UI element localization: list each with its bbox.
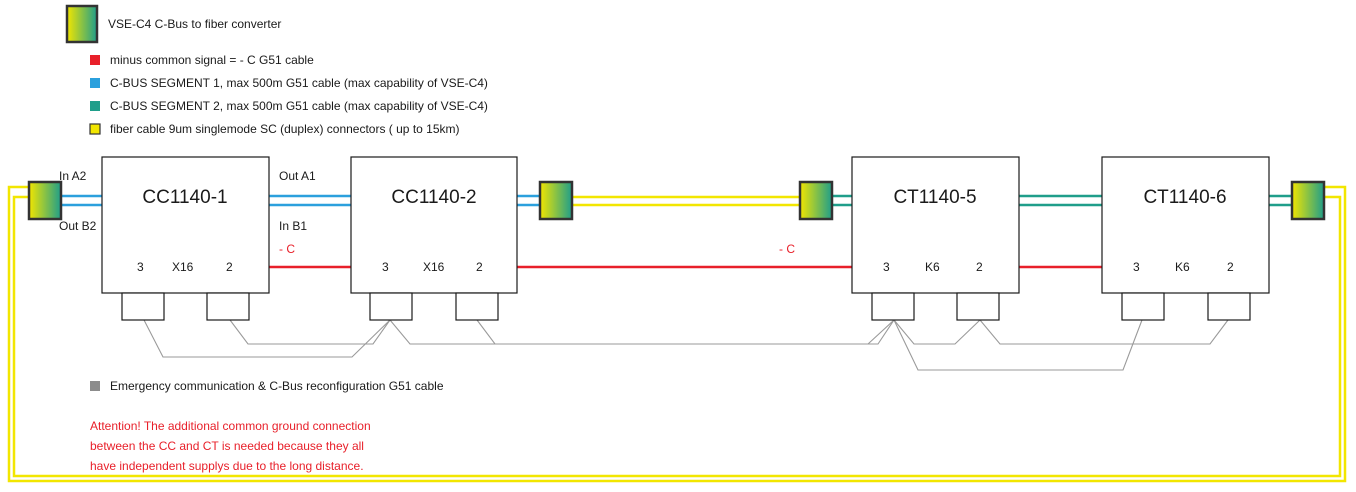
connector <box>206 292 250 321</box>
port-label-in-a2: In A2 <box>59 169 87 183</box>
emergency-cables <box>143 319 1229 371</box>
unit-ct1140-5: CT1140-5 3 K6 2 <box>851 156 1020 321</box>
terminal-label: 3 <box>1133 260 1140 274</box>
legend-swatch-yellow <box>89 123 101 135</box>
terminal-label: 2 <box>476 260 483 274</box>
unit-name: CC1140-1 <box>142 187 227 208</box>
fiber-loop <box>7 185 1347 483</box>
port-label-out-b2: Out B2 <box>59 219 97 233</box>
legend-label-red: minus common signal = - C G51 cable <box>110 53 314 67</box>
terminal-label: X16 <box>172 260 194 274</box>
unit-ct1140-6: CT1140-6 3 K6 2 <box>1101 156 1270 321</box>
port-label-in-b1: In B1 <box>279 219 307 233</box>
minus-common-label: - C <box>279 242 295 256</box>
legend-swatch-green <box>90 101 100 111</box>
legend-label-blue: C-BUS SEGMENT 1, max 500m G51 cable (max… <box>110 76 488 90</box>
terminal-label: 3 <box>883 260 890 274</box>
converter-mid-2 <box>798 180 834 221</box>
converter-right <box>1290 180 1326 221</box>
connector <box>871 292 915 321</box>
cbus-segment-2 <box>832 194 1292 207</box>
unit-cc1140-1: CC1140-1 3 X16 2 <box>101 156 270 321</box>
connector <box>1121 292 1165 321</box>
terminal-label: K6 <box>925 260 940 274</box>
unit-cc1140-2: CC1140-2 3 X16 2 <box>350 156 518 321</box>
terminal-label: 2 <box>1227 260 1234 274</box>
minus-common-label: - C <box>779 242 795 256</box>
legend-label-gray: Emergency communication & C-Bus reconfig… <box>110 379 444 393</box>
converter-left <box>27 180 63 221</box>
cbus-segment-1 <box>62 194 540 207</box>
legend-label-green: C-BUS SEGMENT 2, max 500m G51 cable (max… <box>110 99 488 113</box>
terminal-label: 2 <box>976 260 983 274</box>
converter-legend-label: VSE-C4 C-Bus to fiber converter <box>108 17 281 31</box>
unit-name: CT1140-6 <box>1143 187 1226 208</box>
legend-label-yellow: fiber cable 9um singlemode SC (duplex) c… <box>110 122 460 136</box>
unit-name: CC1140-2 <box>391 187 476 208</box>
unit-name: CT1140-5 <box>893 187 976 208</box>
converter-legend-icon <box>65 4 99 44</box>
connector <box>121 292 165 321</box>
terminal-label: 2 <box>226 260 233 274</box>
terminal-label: 3 <box>382 260 389 274</box>
attention-line-1: Attention! The additional common ground … <box>90 419 371 433</box>
legend-swatch-gray <box>90 381 100 391</box>
terminal-label: X16 <box>423 260 445 274</box>
fiber-link <box>572 195 800 207</box>
connector <box>1207 292 1251 321</box>
port-label-out-a1: Out A1 <box>279 169 316 183</box>
attention-line-2: between the CC and CT is needed because … <box>90 439 364 453</box>
connector <box>455 292 499 321</box>
converter-mid-1 <box>538 180 574 221</box>
connector <box>369 292 413 321</box>
connector <box>956 292 1000 321</box>
legend-swatch-blue <box>90 78 100 88</box>
terminal-label: K6 <box>1175 260 1190 274</box>
legend-swatch-red <box>90 55 100 65</box>
attention-line-3: have independent supplys due to the long… <box>90 459 364 473</box>
terminal-label: 3 <box>137 260 144 274</box>
